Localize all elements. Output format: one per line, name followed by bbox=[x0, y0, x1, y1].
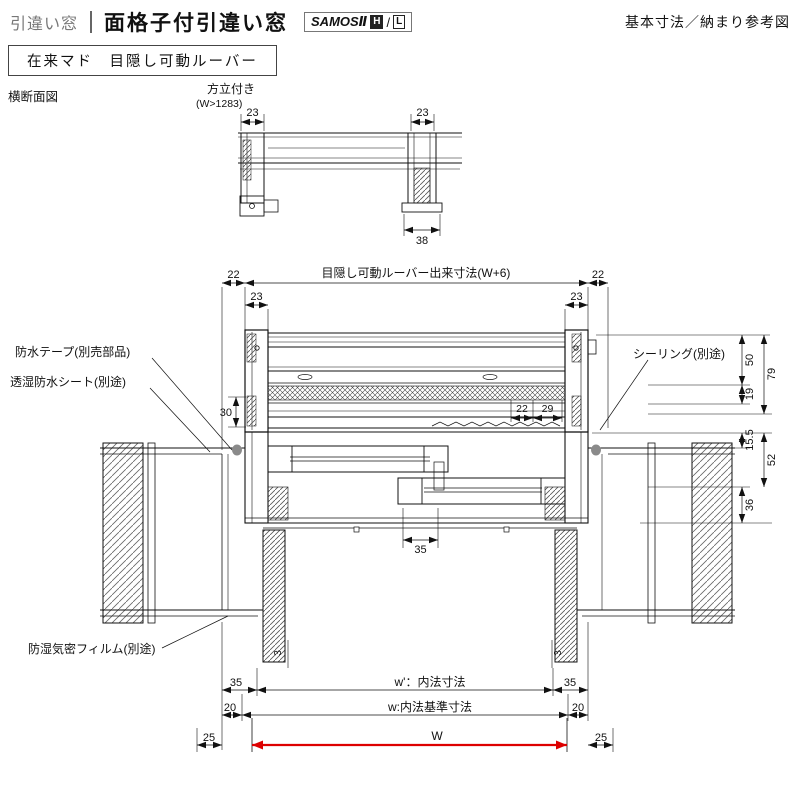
main-top-dimensions bbox=[221, 279, 609, 450]
louver-slot-left bbox=[297, 374, 313, 380]
reference-note: 基本寸法／納まり参考図 bbox=[625, 14, 790, 30]
bottom-dimensions bbox=[196, 622, 614, 752]
waterproof-tape-blob-left bbox=[232, 444, 242, 456]
section-title: 横断面図 bbox=[8, 90, 59, 104]
window-type-box: 在来マド 目隠し可動ルーバー bbox=[8, 45, 277, 76]
inner-dimensions bbox=[228, 396, 563, 548]
series-grade-separator: / bbox=[386, 14, 391, 30]
header-divider bbox=[90, 11, 93, 33]
right-vertical-dimensions bbox=[592, 334, 772, 524]
mullion-detail-condition: (W>1283) bbox=[196, 98, 242, 110]
series-grade-l-box: L bbox=[393, 15, 406, 29]
dim-22-left: 22 bbox=[227, 269, 239, 281]
dim-79: 79 bbox=[766, 368, 778, 380]
dim-23-right: 23 bbox=[570, 291, 582, 303]
window-category-label: 引違い窓 bbox=[10, 16, 79, 33]
dim-52: 52 bbox=[766, 454, 778, 466]
dim-25-right: 25 bbox=[595, 732, 607, 744]
dim-25-left: 25 bbox=[203, 732, 215, 744]
wall-stud-right bbox=[691, 442, 733, 624]
dim-35-center: 35 bbox=[414, 544, 426, 556]
dim-23-detail-right: 23 bbox=[416, 107, 428, 119]
dim-23-detail-left: 23 bbox=[246, 107, 258, 119]
wall-structure bbox=[100, 442, 735, 663]
series-badge: SAMOSⅡ H / L bbox=[304, 12, 413, 32]
dim-19: 19 bbox=[744, 388, 756, 400]
series-name: SAMOSⅡ bbox=[311, 14, 368, 29]
dim-22-inner: 22 bbox=[516, 403, 528, 415]
meeting-stile-interlock bbox=[433, 461, 445, 491]
dim-35-right: 35 bbox=[564, 677, 576, 689]
series-grade-h-box: H bbox=[370, 15, 384, 29]
callout-moisture-film: 防湿気密フィルム(別途) bbox=[28, 641, 156, 656]
waterproof-tape-blob-right bbox=[591, 444, 601, 456]
dim-22-right: 22 bbox=[592, 269, 604, 281]
page-title: 面格子付引違い窓 bbox=[104, 12, 289, 35]
dim-23-left: 23 bbox=[250, 291, 262, 303]
interior-casing-left bbox=[262, 529, 286, 663]
w-base-label: w:内法基準寸法 bbox=[387, 699, 472, 714]
mullion-detail-title: 方立付き bbox=[207, 81, 255, 96]
dim-20-right: 20 bbox=[572, 702, 584, 714]
dim-35-left: 35 bbox=[230, 677, 242, 689]
louver-slot-right bbox=[482, 374, 498, 380]
wall-stud-left bbox=[102, 442, 144, 624]
mullion-detail-dimensions bbox=[240, 114, 441, 236]
dim-36: 36 bbox=[744, 499, 756, 511]
interior-sash bbox=[397, 477, 566, 505]
dim-38-detail: 38 bbox=[416, 235, 428, 247]
dim-15-5: 15.5 bbox=[744, 429, 756, 450]
louver-width-dimension-label: 目隠し可動ルーバー出来寸法(W+6) bbox=[322, 266, 511, 280]
header: 引違い窓 面格子付引違い窓 SAMOSⅡ H / L 基本寸法／納まり参考図 bbox=[0, 0, 800, 37]
dim-W-label: W bbox=[431, 729, 443, 743]
louver-assembly bbox=[244, 329, 597, 433]
dim-20-left: 20 bbox=[224, 702, 236, 714]
dim-50: 50 bbox=[744, 354, 756, 366]
louver-slat-band bbox=[267, 385, 566, 401]
exterior-sash bbox=[267, 445, 449, 473]
flexible-seal-wavy-line bbox=[431, 421, 561, 427]
mullion-detail-drawing bbox=[238, 132, 462, 217]
dim-29-inner: 29 bbox=[542, 403, 554, 415]
dim-30: 30 bbox=[220, 407, 232, 419]
callout-waterproof-tape: 防水テープ(別売部品) bbox=[15, 344, 130, 359]
interior-casing-right bbox=[554, 529, 578, 663]
dim-3-left: 3 bbox=[272, 650, 284, 656]
callout-leaders bbox=[149, 357, 649, 649]
dim-3-right: 3 bbox=[552, 650, 564, 656]
window-frame-and-sashes bbox=[244, 431, 589, 533]
callout-breathable-sheet: 透湿防水シート(別途) bbox=[10, 374, 126, 389]
w-prime-label: w'：内法寸法 bbox=[394, 675, 466, 689]
callout-sealing: シーリング(別途) bbox=[633, 346, 725, 361]
